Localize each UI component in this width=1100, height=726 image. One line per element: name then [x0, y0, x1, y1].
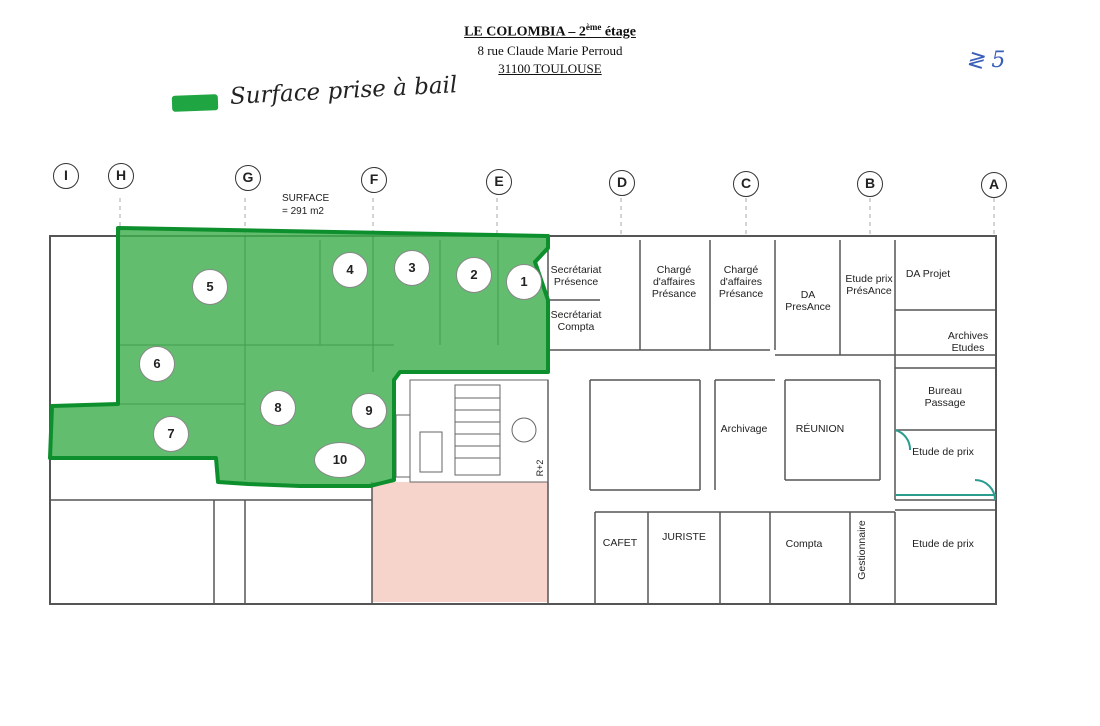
- room-label-gestionnaire: Gestionnaire: [856, 520, 868, 580]
- room-label-reunion: RÉUNION: [795, 423, 845, 435]
- room-label-archives-etudes: Archives Etudes: [947, 330, 989, 354]
- leased-unit-2: 2: [456, 257, 492, 293]
- leased-unit-8: 8: [260, 390, 296, 426]
- room-label-juriste: JURISTE: [662, 531, 706, 543]
- leased-unit-5: 5: [192, 269, 228, 305]
- common-area: [372, 482, 548, 602]
- building-street: 8 rue Claude Marie Perroud: [477, 42, 623, 58]
- room-label-da-projet: DA Projet: [905, 268, 951, 280]
- leased-interior-lines: [120, 236, 499, 480]
- stair-core: [395, 379, 549, 483]
- leased-unit-1: 1: [506, 264, 542, 300]
- room-label-secretariat-compta: Secrétariat Compta: [550, 309, 602, 333]
- surface-value: = 291 m2: [282, 206, 324, 217]
- room-label-etude-de-prix-2: Etude de prix: [912, 538, 974, 550]
- axis-marker-I: I: [53, 163, 79, 189]
- doors: [894, 429, 996, 501]
- handwritten-page-mark: ≷ 5: [966, 48, 1006, 73]
- room-label-cafet: CAFET: [602, 537, 638, 549]
- building-header: LE COLOMBIA – 2ème étage 8 rue Claude Ma…: [0, 18, 1100, 78]
- axis-marker-A: A: [981, 172, 1007, 198]
- axis-marker-E: E: [486, 169, 512, 195]
- surface-label: SURFACE: [282, 193, 330, 204]
- room-label-archivage: Archivage: [720, 423, 768, 435]
- room-label-etude-prix-presance: Etude prix PrésAnce: [845, 273, 893, 297]
- axis-marker-C: C: [733, 171, 759, 197]
- building-title: LE COLOMBIA – 2ème étage: [464, 22, 636, 40]
- leased-unit-4: 4: [332, 252, 368, 288]
- room-label-secretariat-presence: Secrétariat Présence: [550, 264, 602, 288]
- leased-unit-3: 3: [394, 250, 430, 286]
- axis-marker-H: H: [108, 163, 134, 189]
- axis-marker-G: G: [235, 165, 261, 191]
- leased-unit-9: 9: [351, 393, 387, 429]
- room-label-bureau-passage: Bureau Passage: [924, 385, 966, 409]
- building-city: 31100 TOULOUSE: [498, 60, 602, 76]
- axis-marker-D: D: [609, 170, 635, 196]
- axis-marker-B: B: [857, 171, 883, 197]
- leased-unit-6: 6: [139, 346, 175, 382]
- leased-unit-7: 7: [153, 416, 189, 452]
- axis-marker-F: F: [361, 167, 387, 193]
- room-label-da-presance: DA PresAnce: [785, 289, 831, 313]
- room-label-charge-affaires-2: Chargé d'affaires Présance: [718, 264, 764, 300]
- room-label-etude-de-prix-1: Etude de prix: [912, 446, 974, 458]
- grid-lines: [119, 198, 995, 236]
- room-label-charge-affaires-1: Chargé d'affaires Présance: [651, 264, 697, 300]
- leased-unit-10: 10: [314, 442, 366, 478]
- room-label-compta: Compta: [785, 538, 823, 550]
- stair-level-tag: R+2: [535, 459, 545, 477]
- surface-note: SURFACE = 291 m2: [282, 192, 329, 218]
